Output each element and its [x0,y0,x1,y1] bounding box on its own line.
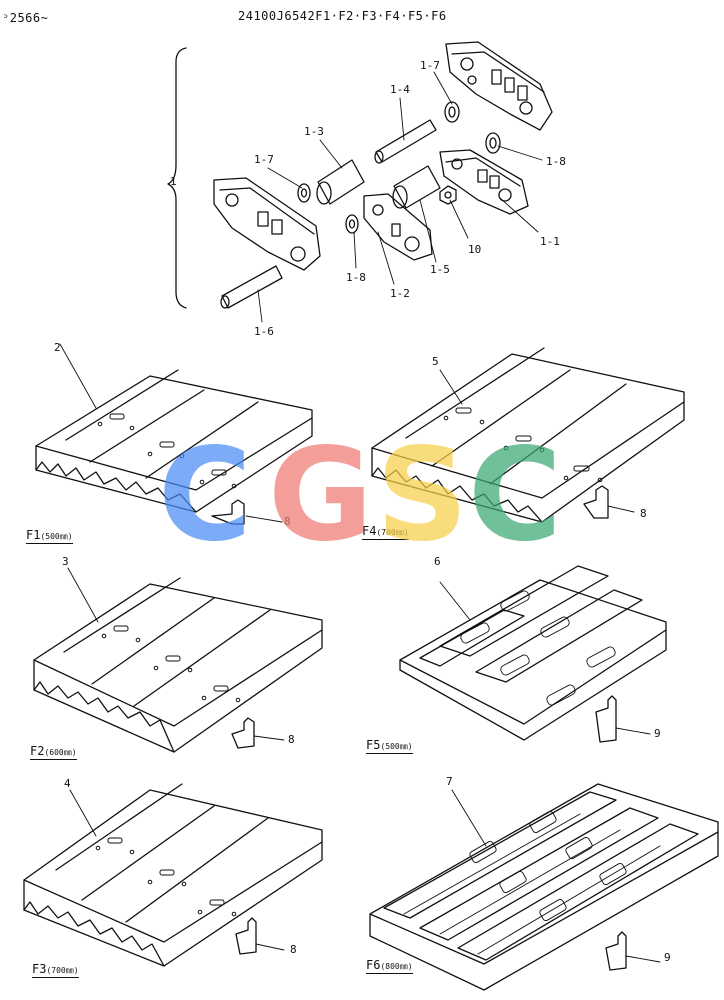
caption-f5-name: F5 [366,738,381,752]
nut-10 [439,185,457,205]
caption-f4-name: F4 [362,524,377,538]
track-link-1-2 [363,193,433,261]
callout-bolt-f1: 8 [284,515,291,528]
track-link-upper [445,41,553,131]
pin-1-6 [220,265,283,309]
caption-f3-width: (700㎜) [46,966,79,975]
callout-1-5: 1-5 [430,263,450,276]
caption-f1-name: F1 [26,528,41,542]
callout-1-6: 1-6 [254,325,274,338]
callout-ref-4: 4 [64,777,71,790]
shoe-f1-drawing [35,343,313,525]
caption-f4-width: (700㎜) [376,528,409,537]
callout-bolt-f2: 8 [288,733,295,746]
callout-1-4: 1-4 [390,83,410,96]
callout-ref-6: 6 [434,555,441,568]
callout-group-1: 1 [170,175,177,188]
caption-f2-width: (600㎜) [44,748,77,757]
callout-ref-7: 7 [446,775,453,788]
pin-1-4 [374,119,437,164]
callout-bolt-f4: 8 [640,507,647,520]
chain-leaders [257,71,543,323]
serial-range: ᵓ2566~ [2,11,49,25]
callout-1-1: 1-1 [540,235,560,248]
caption-f6-name: F6 [366,958,381,972]
callout-1-2: 1-2 [390,287,410,300]
group-bracket [167,47,187,309]
watermark-letter-g: G [268,421,374,570]
seal-1-7-lower [297,183,311,203]
bushing-1-5 [392,165,441,209]
seal-1-8-upper [485,132,501,154]
shoe-f5-drawing [399,565,667,743]
seal-1-7-upper [444,101,460,123]
callout-1-8-upper: 1-8 [546,155,566,168]
track-link-1-1 [439,149,529,215]
callout-1-3: 1-3 [304,125,324,138]
shoe-f2-drawing [33,567,323,753]
caption-f4: F4(700㎜) [362,524,409,540]
shoe-f6-drawing [369,783,719,991]
caption-f2-name: F2 [30,744,45,758]
caption-f5-width: (500㎜) [380,742,413,751]
seal-1-8-lower [345,214,359,234]
caption-f6: F6(800㎜) [366,958,413,974]
part-number-title: 24100J6542F1·F2·F3·F4·F5·F6 [238,9,447,23]
caption-f1: F1(500㎜) [26,528,73,544]
watermark-letter-c1: C [158,421,252,570]
caption-f2: F2(600㎜) [30,744,77,760]
caption-f3-name: F3 [32,962,47,976]
callout-10: 10 [468,243,482,256]
caption-f5: F5(500㎜) [366,738,413,754]
callout-ref-3: 3 [62,555,69,568]
callout-1-8-lower: 1-8 [346,271,366,284]
callout-1-7-upper: 1-7 [420,59,440,72]
callout-1-7-lower: 1-7 [254,153,274,166]
caption-f1-width: (500㎜) [40,532,73,541]
callout-bolt-f6: 9 [664,951,671,964]
watermark-letter-c2: C [468,421,562,570]
track-link-left [213,177,321,271]
bushing-1-3 [316,159,365,205]
callout-ref-5: 5 [432,355,439,368]
callout-bolt-f3: 8 [290,943,297,956]
watermark-letter-s: S [376,421,469,570]
callout-ref-2: 2 [54,341,61,354]
shoe-f4-drawing [371,347,685,523]
shoe-f3-drawing [23,783,323,967]
callout-bolt-f5: 9 [654,727,661,740]
caption-f3: F3(700㎜) [32,962,79,978]
caption-f6-width: (800㎜) [380,962,413,971]
